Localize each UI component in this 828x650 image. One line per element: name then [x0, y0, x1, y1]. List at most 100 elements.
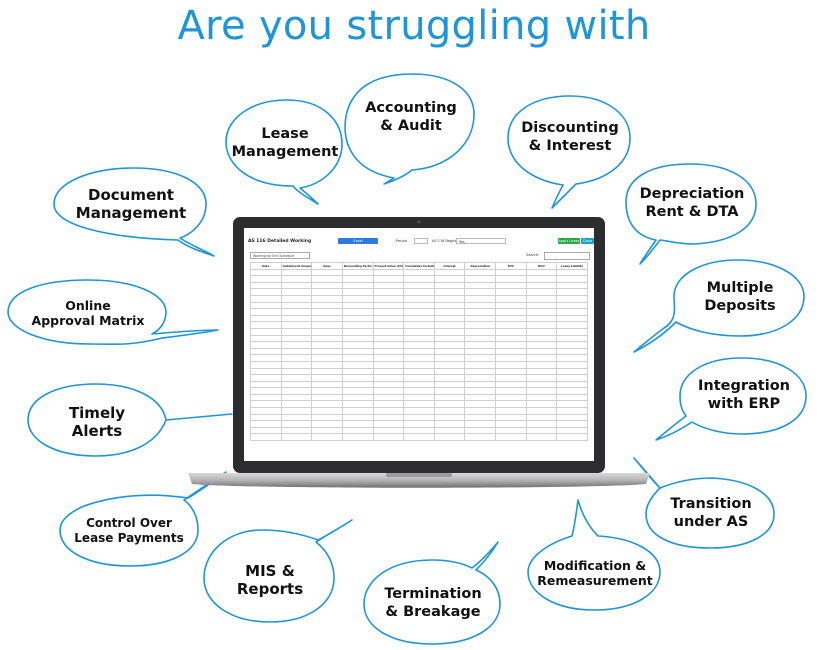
table-cell [433, 380, 466, 389]
table-cell [403, 413, 435, 422]
col-header[interactable]: Installment Amount [280, 262, 313, 270]
excel-button[interactable]: Excel [338, 238, 378, 244]
table-cell [464, 374, 496, 382]
col-header[interactable]: ROU [525, 262, 558, 270]
table-cell [495, 360, 527, 369]
table-cell [495, 281, 527, 290]
table-cell [372, 347, 405, 356]
table-cell [495, 314, 527, 323]
table-cell [525, 301, 558, 310]
col-header[interactable]: Lease Liability [556, 262, 588, 270]
search-input[interactable] [544, 252, 590, 260]
table-cell [433, 268, 466, 277]
headline: Are you struggling with [177, 3, 651, 49]
table-cell [495, 275, 527, 283]
close-button[interactable]: Close [581, 238, 594, 244]
table-cell [556, 268, 588, 277]
table-cell [341, 321, 374, 329]
col-header[interactable]: Interest [433, 262, 466, 270]
col-header[interactable]: Cumulative Installment [403, 262, 435, 270]
table-cell [556, 275, 588, 283]
table-cell [372, 334, 405, 343]
table-cell [433, 301, 466, 310]
table-cell [250, 281, 282, 290]
apply-lease-button[interactable]: Apply Lease [558, 238, 580, 244]
table-cell [341, 314, 374, 323]
table-cell [280, 433, 313, 442]
table-cell [433, 341, 466, 349]
table-cell [341, 294, 374, 303]
table-cell [280, 281, 313, 290]
table-cell [403, 334, 435, 343]
table-cell [525, 347, 558, 356]
table-row [250, 360, 588, 369]
table-cell [280, 294, 313, 303]
table-cell [403, 380, 435, 389]
table-cell [495, 374, 527, 382]
table-cell [372, 374, 405, 382]
table-cell [280, 367, 313, 376]
table-cell [464, 327, 496, 336]
laptop-base [188, 473, 650, 488]
table-cell [495, 413, 527, 422]
table-cell [433, 420, 466, 428]
table-cell [280, 413, 313, 422]
table-cell [495, 400, 527, 409]
col-header[interactable]: Depreciation [464, 262, 496, 270]
table-cell [464, 367, 496, 376]
table-cell [280, 347, 313, 356]
register-select[interactable]: Yes [456, 238, 506, 244]
table-cell [250, 354, 282, 362]
table-cell [250, 321, 282, 329]
table-cell [525, 360, 558, 369]
table-cell [525, 275, 558, 283]
table-cell [464, 268, 496, 277]
table-cell [403, 393, 435, 402]
table-cell [311, 393, 343, 402]
col-header[interactable]: Present Value (PV) [372, 262, 405, 270]
table-cell [464, 308, 496, 316]
table-cell [372, 413, 405, 422]
table-cell [433, 433, 466, 442]
table-cell [403, 275, 435, 283]
table-cell [341, 281, 374, 290]
table-cell [495, 380, 527, 389]
table-cell [525, 288, 558, 296]
table-row [250, 288, 588, 296]
col-header[interactable]: Date [250, 262, 282, 270]
table-cell [495, 354, 527, 362]
table-cell [433, 347, 466, 356]
table-cell [403, 288, 435, 296]
table-cell [250, 400, 282, 409]
table-cell [280, 426, 313, 435]
table-cell [525, 400, 558, 409]
table-cell [433, 321, 466, 329]
table-cell [311, 275, 343, 283]
table-cell [280, 268, 313, 277]
table-cell [464, 413, 496, 422]
table-row [250, 387, 588, 395]
search-label: Search: [526, 253, 540, 257]
table-cell [372, 354, 405, 362]
table-cell [250, 327, 282, 336]
col-header[interactable]: Days [311, 262, 343, 270]
table-cell [280, 301, 313, 310]
table-cell [495, 327, 527, 336]
table-cell [280, 341, 313, 349]
col-header[interactable]: DTA [495, 262, 527, 270]
table-cell [403, 360, 435, 369]
table-cell [433, 275, 466, 283]
schedule-tab[interactable]: Working for End Schedule [250, 252, 310, 259]
table-row [250, 393, 588, 402]
table-cell [311, 268, 343, 277]
table-cell [403, 314, 435, 323]
period-select[interactable] [414, 238, 428, 244]
col-header[interactable]: Discounting Factor [341, 262, 374, 270]
table-cell [372, 400, 405, 409]
table-cell [341, 360, 374, 369]
table-cell [433, 374, 466, 382]
table-cell [341, 341, 374, 349]
